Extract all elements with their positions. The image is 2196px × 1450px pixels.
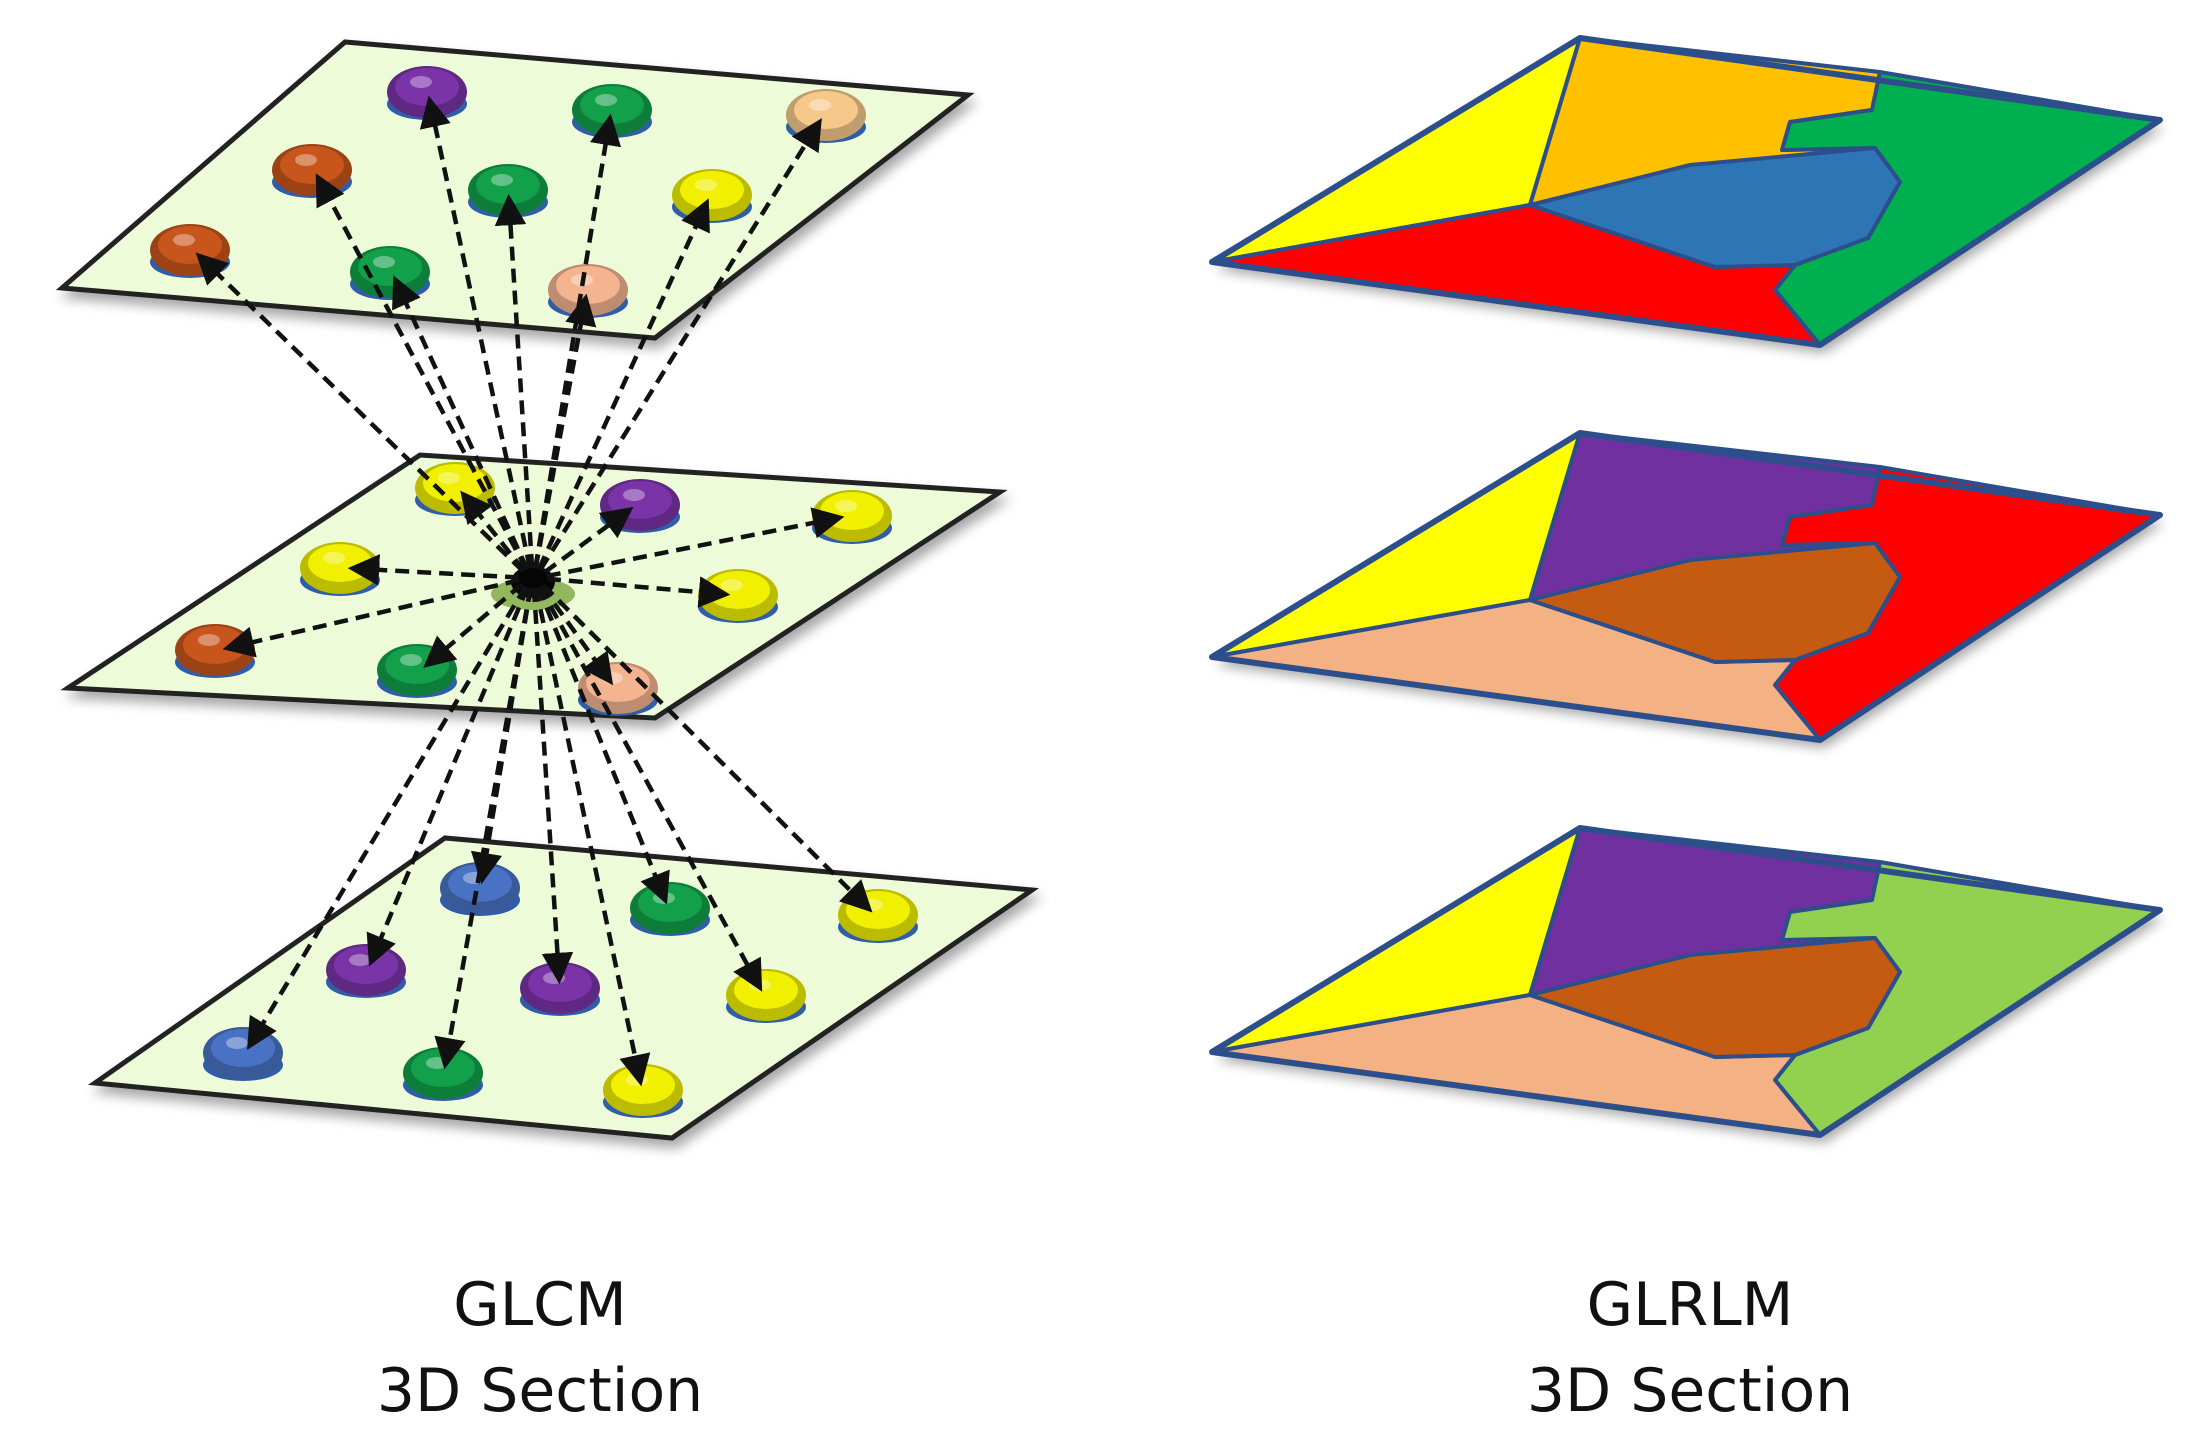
glrlm-subtitle: 3D Section: [1526, 1356, 1854, 1426]
glcm-arrow: [366, 586, 530, 967]
glrlm-title: GLRLM: [1586, 1270, 1794, 1340]
glcm-dot-green: [350, 246, 430, 300]
glcm-dot-green: [403, 1047, 483, 1101]
glcm-dot-purple: [387, 66, 467, 120]
glcm-arrow: [543, 506, 634, 575]
glcm-arrow: [533, 587, 651, 1087]
glcm-arrow: [546, 507, 845, 579]
glcm-dot-blue: [203, 1027, 283, 1081]
glcm-arrow: [541, 583, 873, 913]
glcm-arrow: [347, 554, 520, 586]
glcm-dot-yellow: [698, 569, 778, 623]
glrlm-region-center: [1528, 146, 1902, 269]
glcm-caption: GLCM 3D Section: [230, 1262, 850, 1434]
glcm-arrow: [494, 193, 535, 569]
glrlm-plate-2: [1209, 430, 2163, 743]
glcm-dot-orange: [175, 624, 255, 678]
glcm-dot-purple: [600, 479, 680, 533]
glrlm-plate-outline: [1209, 430, 2163, 743]
glcm-dot-peach: [578, 662, 658, 716]
glrlm-plate-1: [1209, 35, 2163, 348]
glcm-dot-yellow: [726, 969, 806, 1023]
glcm-arrow: [536, 198, 710, 570]
glcm-dot-peach: [548, 264, 628, 318]
glcm-title: GLCM: [453, 1270, 627, 1340]
glcm-dot-orange: [150, 224, 230, 278]
glcm-arrow: [222, 578, 520, 658]
glrlm-region-center: [1528, 936, 1902, 1059]
glrlm-diagram: [1209, 35, 2163, 1138]
glcm-arrow: [537, 585, 763, 992]
glcm-diagram: [55, 39, 1040, 1141]
glcm-arrow: [247, 585, 528, 1050]
glcm-arrow: [419, 95, 533, 569]
glrlm-plate-outline: [1209, 35, 2163, 348]
glcm-dot-green: [572, 84, 652, 138]
glcm-arrow: [460, 490, 526, 572]
glcm-dot-yellow: [838, 889, 918, 943]
glcm-arrows: [195, 95, 873, 1087]
glcm-dot-light_orange: [786, 89, 866, 143]
glcm-dot-purple: [326, 944, 406, 998]
glrlm-plate-3: [1209, 825, 2163, 1138]
glcm-dot-yellow: [812, 490, 892, 544]
glrlm-caption: GLRLM 3D Section: [1380, 1262, 2000, 1434]
glcm-arrow: [533, 293, 597, 569]
glcm-dot-yellow: [672, 169, 752, 223]
glcm-dot-green: [377, 644, 457, 698]
glcm-dot-orange: [272, 144, 352, 198]
glcm-arrow: [539, 584, 614, 686]
glcm-arrow: [546, 576, 731, 608]
glcm-dot-yellow: [603, 1064, 683, 1118]
glcm-arrow: [392, 275, 530, 570]
glcm-dot-yellow: [300, 542, 380, 596]
glcm-dot-green: [630, 882, 710, 936]
glcm-arrow: [434, 587, 533, 1070]
glcm-subtitle: 3D Section: [376, 1356, 704, 1426]
glrlm-plate-outline: [1209, 825, 2163, 1138]
glcm-arrow: [536, 586, 670, 905]
glrlm-region-center: [1528, 541, 1902, 664]
